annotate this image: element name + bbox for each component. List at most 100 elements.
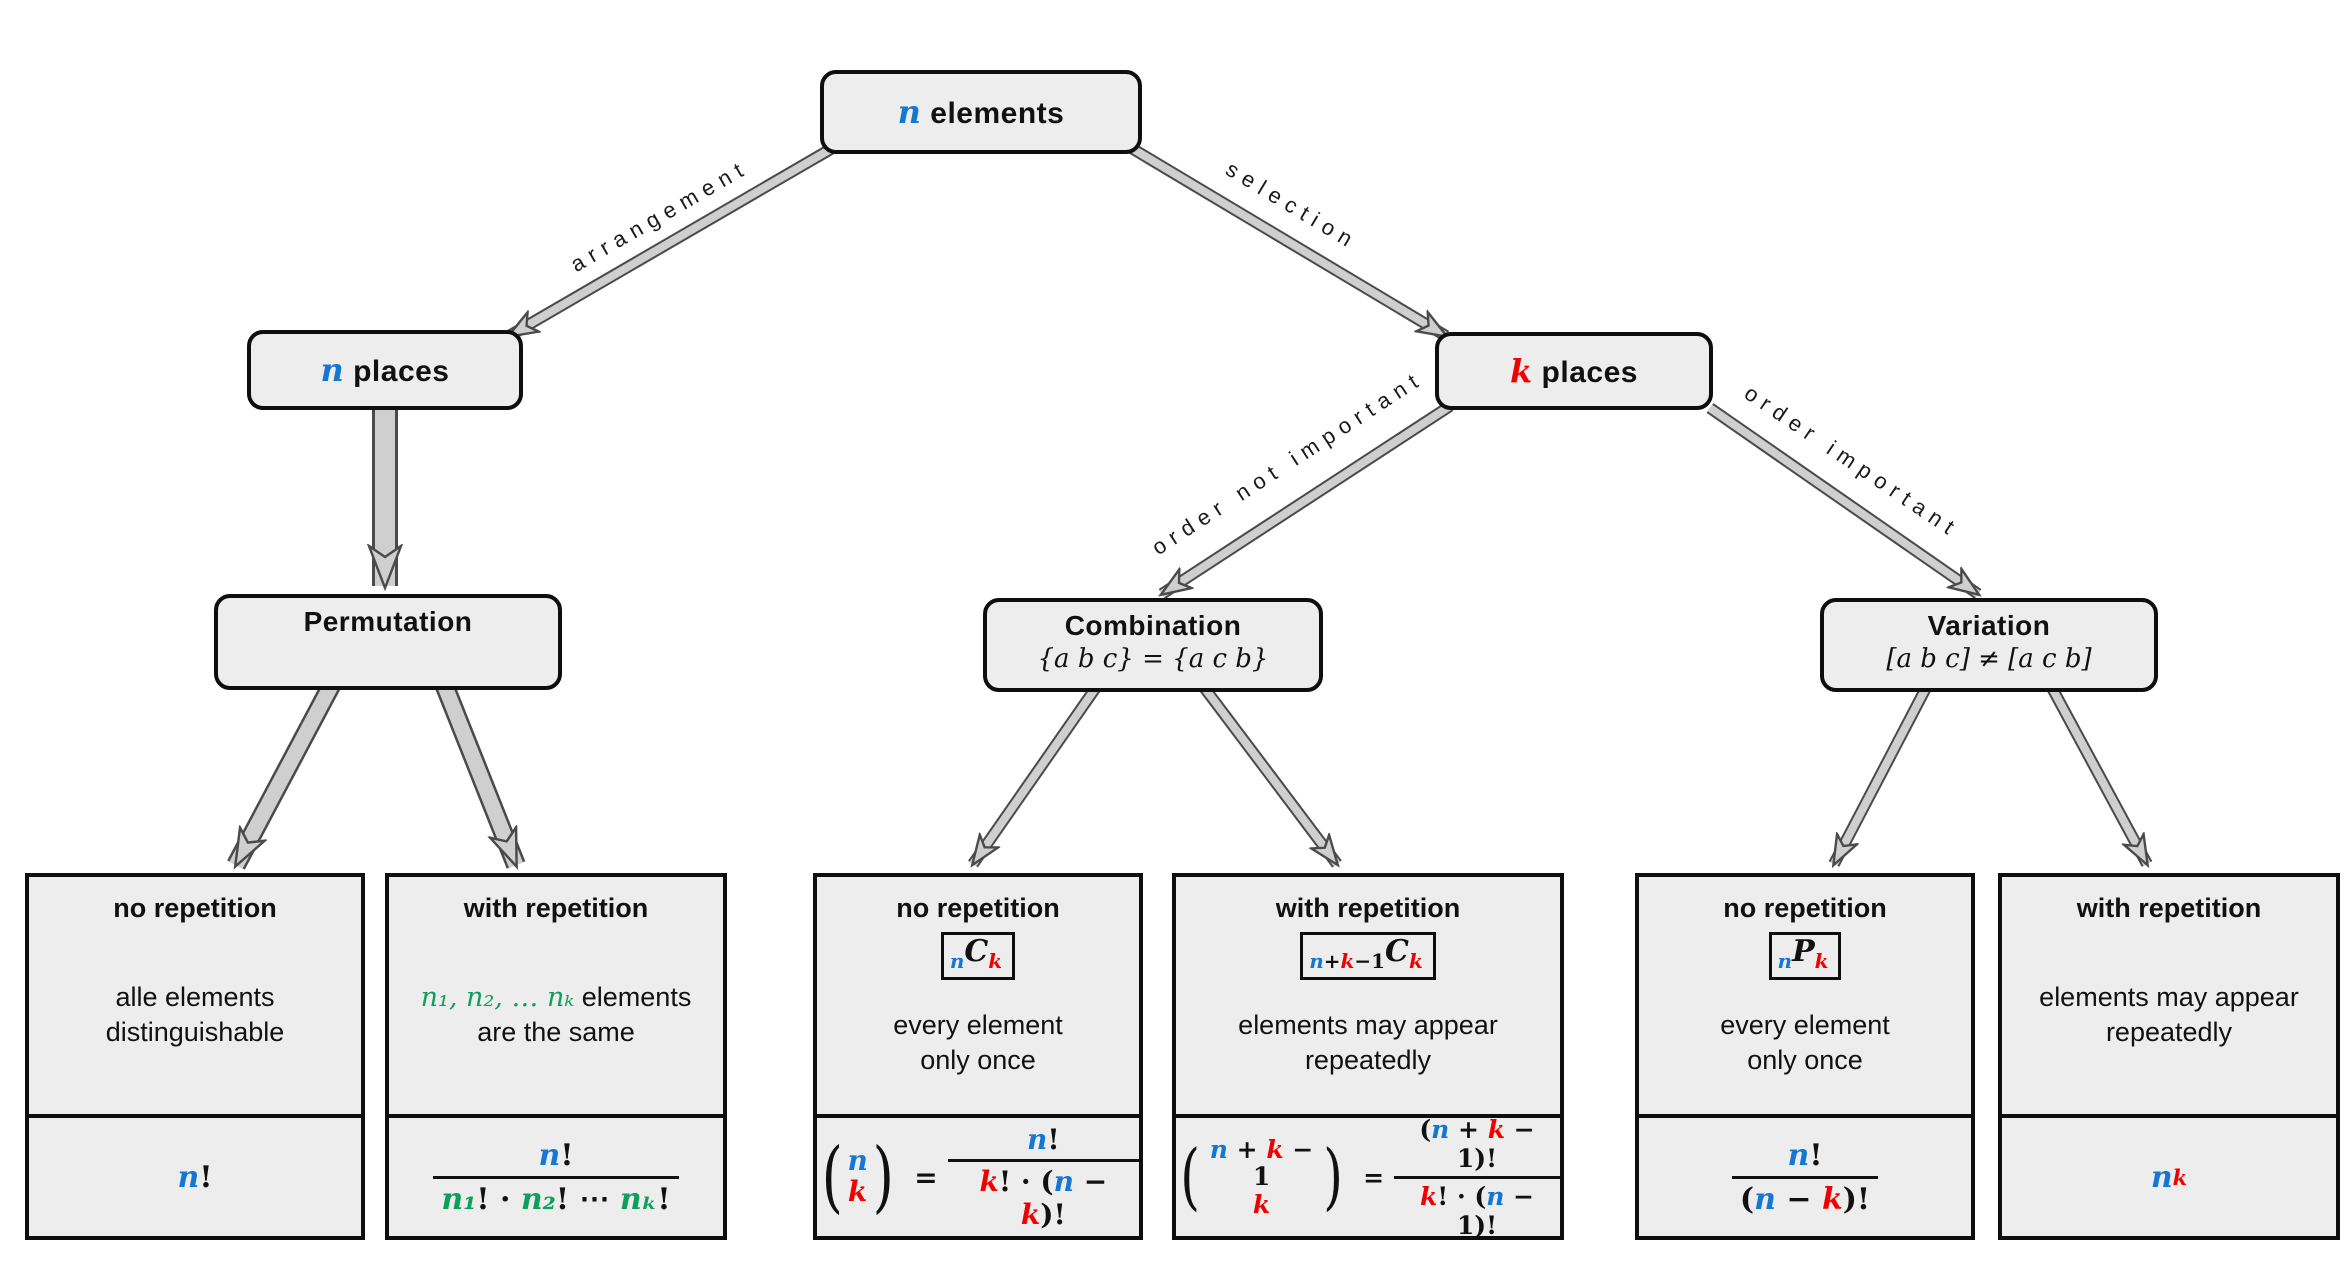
leaf-title: no repetition xyxy=(1723,893,1887,923)
leaf-description: n₁, n₂, … nₖ elements are the same xyxy=(421,924,692,1114)
math-op: ( xyxy=(1739,1181,1755,1217)
leaf-description: elements may appear repeatedly xyxy=(1238,980,1498,1114)
desc-line: every element xyxy=(1720,1009,1890,1040)
math-var-k: k xyxy=(1487,1114,1506,1144)
leaf-title: no repetition xyxy=(896,893,1060,923)
math-var-n: n xyxy=(1754,1181,1776,1217)
numerator: n! xyxy=(948,1123,1139,1159)
math-sub-minus-1: −1 xyxy=(1354,949,1386,973)
math-op: + xyxy=(1449,1114,1488,1144)
leaf-body: no repetition alle elements distinguisha… xyxy=(29,877,361,1114)
symbol-nPk: nPk xyxy=(1768,932,1842,980)
math-var-n: n xyxy=(1431,1114,1450,1144)
arrow-combination-with-repetition xyxy=(1198,682,1342,864)
math-var-k: k xyxy=(1510,352,1533,390)
arrow-combination-no-repetition xyxy=(968,682,1102,864)
denominator: k! · (n − 1)! xyxy=(1394,1175,1560,1240)
numerator: n! xyxy=(1732,1138,1878,1176)
arrow-variation-no-repetition xyxy=(1828,683,1933,864)
denominator: k! · (n − k)! xyxy=(947,1159,1139,1231)
math-var-k: k xyxy=(1020,1198,1041,1231)
math-op: − 1)! xyxy=(1456,1181,1535,1240)
node-n-elements-text: elements xyxy=(930,97,1065,130)
desc-line: are the same xyxy=(477,1017,635,1047)
math-op: + xyxy=(1227,1134,1267,1164)
math-var-n: n xyxy=(1486,1181,1505,1211)
node-combination-example: {a b c} = {a c b} xyxy=(1037,644,1269,674)
numerator: (n + k − 1)! xyxy=(1394,1115,1560,1176)
desc-line: elements may appear xyxy=(1238,1009,1498,1040)
numerator: n! xyxy=(433,1138,678,1176)
desc-line: only once xyxy=(920,1045,1036,1075)
symbol-nCk: nCk xyxy=(940,932,1016,980)
desc-line: alle elements xyxy=(115,981,275,1012)
math-op: ! xyxy=(1047,1123,1060,1156)
leaf-description: elements may appear repeatedly xyxy=(2039,924,2299,1114)
math-op: ! · ( xyxy=(1437,1181,1487,1211)
math-op: − xyxy=(1775,1181,1822,1217)
arrow-order-important xyxy=(1706,403,1978,599)
math-equals: = xyxy=(1363,1162,1385,1192)
node-n-places-text: places xyxy=(353,355,450,388)
math-op: ! xyxy=(1809,1137,1823,1173)
leaf-body: with repetition elements may appear repe… xyxy=(2002,877,2336,1114)
arrow-arrangement xyxy=(509,140,840,342)
math-sub-k: k xyxy=(1408,949,1423,973)
desc-line: every element xyxy=(893,1009,1063,1040)
math-op: − 1 xyxy=(1252,1134,1314,1192)
math-sub-n: n xyxy=(949,949,965,973)
paren-close: ) xyxy=(872,1131,894,1222)
math-op: ! xyxy=(199,1159,213,1195)
math-C: C xyxy=(964,934,989,969)
desc-line: only once xyxy=(1747,1045,1863,1075)
node-k-places-text: places xyxy=(1541,356,1638,389)
math-C: C xyxy=(1385,934,1409,969)
math-nk: nₖ xyxy=(619,1181,658,1217)
math-op: ! xyxy=(657,1181,671,1217)
node-n-elements: n elements xyxy=(820,70,1142,154)
paren-open: ( xyxy=(821,1131,843,1222)
leaf-title: no repetition xyxy=(113,893,277,923)
leaf-body: no repetition nPk every element only onc… xyxy=(1639,877,1971,1114)
node-permutation-title: Permutation xyxy=(303,606,473,637)
math-var-k: k xyxy=(847,1174,868,1208)
math-sub-n: n xyxy=(1777,949,1793,973)
math-op: ! · xyxy=(476,1181,521,1217)
node-variation: Variation [a b c] ≠ [a c b] xyxy=(1820,598,2158,692)
math-var-k: k xyxy=(1252,1189,1271,1219)
leaf-combination-with-repetition: with repetition n+k−1Ck elements may app… xyxy=(1172,873,1564,1240)
desc-text: elements xyxy=(581,981,692,1012)
fraction: n! n₁! · n₂! ⋯ nₖ! xyxy=(433,1138,679,1217)
leaf-permutation-no-repetition: no repetition alle elements distinguisha… xyxy=(25,873,365,1240)
leaf-variation-with-repetition: with repetition elements may appear repe… xyxy=(1998,873,2340,1240)
leaf-body: with repetition n₁, n₂, … nₖ elements ar… xyxy=(389,877,723,1114)
math-var-n: n xyxy=(1787,1137,1810,1173)
math-op: − 1 xyxy=(1456,1114,1535,1173)
desc-line: distinguishable xyxy=(105,1017,285,1047)
math-var-n: n xyxy=(897,93,922,131)
desc-line: repeatedly xyxy=(1304,1045,1432,1075)
desc-line: elements may appear xyxy=(2039,981,2299,1012)
math-sub-plus: + xyxy=(1323,949,1341,973)
math-var-n: n xyxy=(1053,1165,1075,1198)
math-sub-k: k xyxy=(988,949,1003,973)
formula-n-factorial: n! xyxy=(29,1114,361,1236)
math-var-n: n xyxy=(1027,1123,1048,1156)
math-P: P xyxy=(1792,934,1815,969)
math-var-k: k xyxy=(1419,1181,1438,1211)
math-n1-nk: n₁, n₂, … nₖ xyxy=(420,981,575,1013)
math-op: )! xyxy=(1474,1143,1498,1173)
fraction: n! k! · (n − k)! xyxy=(947,1123,1139,1231)
fraction: n! (n − k)! xyxy=(1731,1138,1879,1217)
leaf-body: no repetition nCk every element only onc… xyxy=(817,877,1139,1114)
math-sub-k: k xyxy=(1340,949,1355,973)
math-op: ! xyxy=(560,1137,574,1173)
math-n1: n₁ xyxy=(441,1181,477,1217)
leaf-body: with repetition n+k−1Ck elements may app… xyxy=(1176,877,1560,1114)
node-n-places: n places xyxy=(247,330,523,410)
desc-line: repeatedly xyxy=(2105,1017,2233,1047)
